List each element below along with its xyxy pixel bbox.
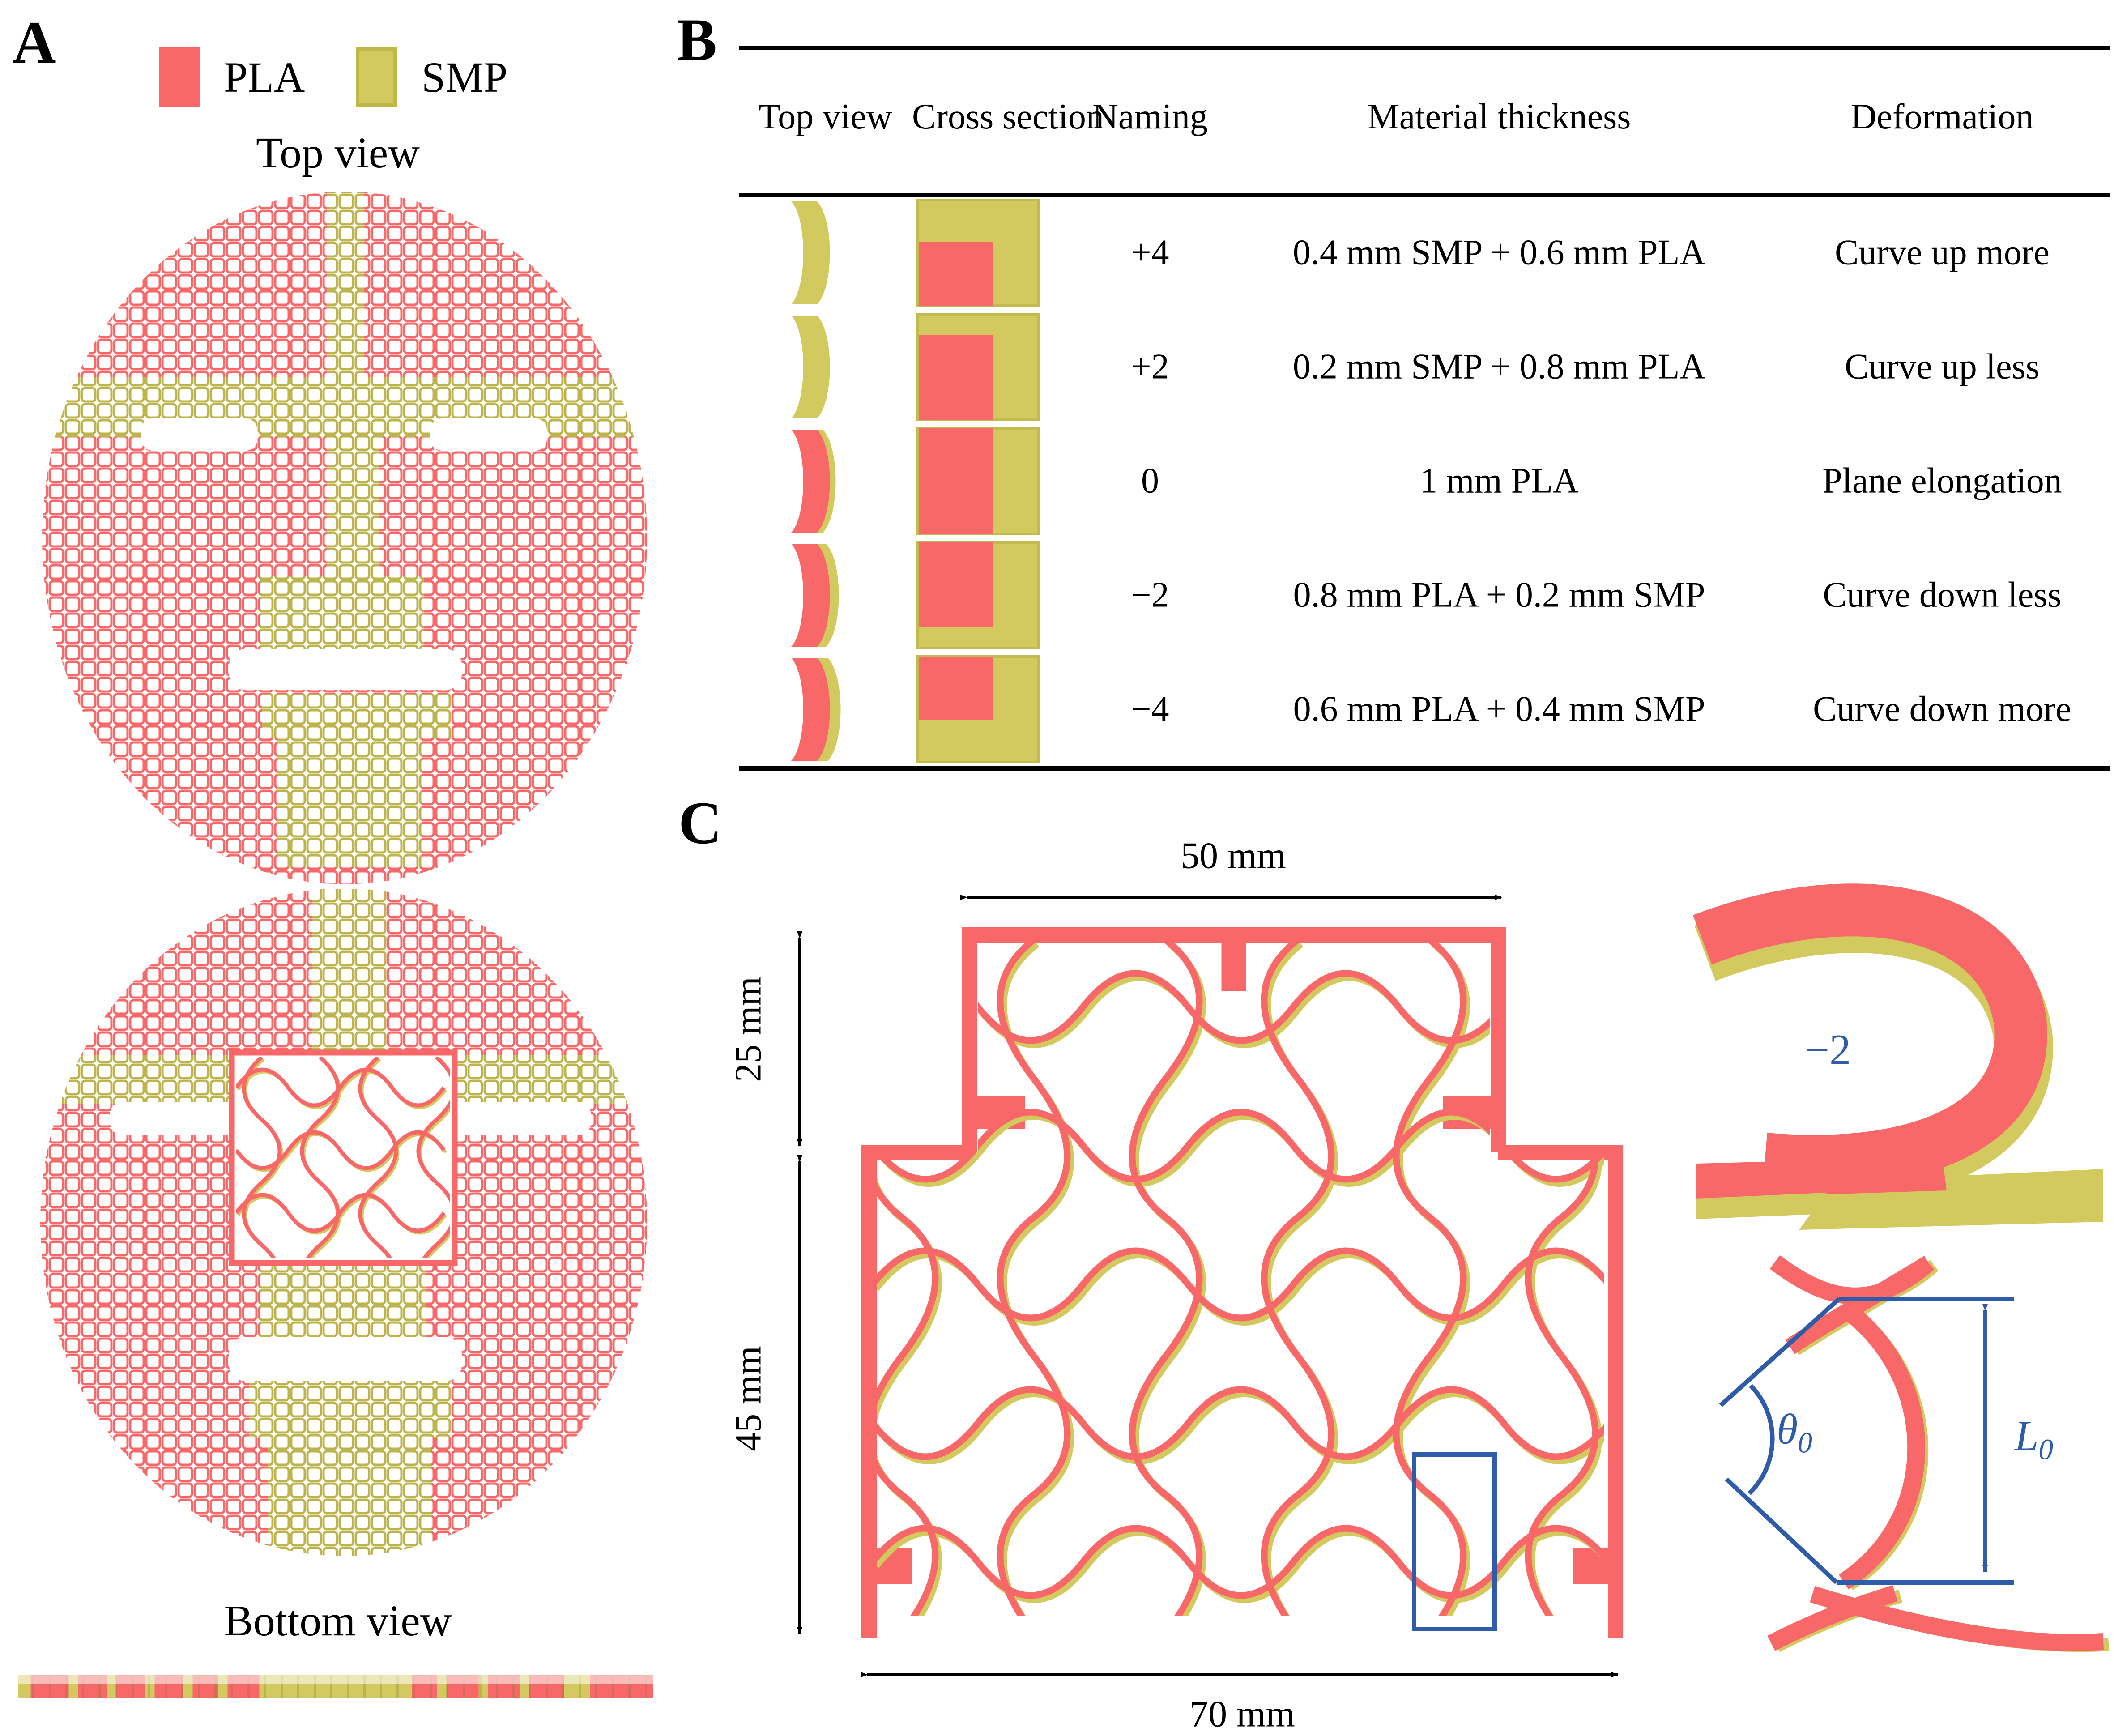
table-row-glyphs [791,199,1040,763]
material-thickness-cell: 0.8 mm PLA + 0.2 mm SMP [1293,575,1705,615]
smp-legend-label: SMP [422,53,508,101]
bilayer-inset-label: −2 [1805,1025,1851,1074]
col-header-top-view: Top view [759,97,892,137]
topview-glyph-p2 [791,316,830,418]
unit-cell-geometry-inset [1719,1255,2109,1652]
length-subscript: 0 [2038,1433,2054,1466]
topview-glyph-m4 [791,658,841,761]
bottom-view-strip [18,1675,653,1698]
theta-symbol: θ [1777,1405,1798,1453]
panel-a-label: A [13,9,56,76]
naming-cell: −4 [1131,689,1169,729]
material-thickness-cell: 0.6 mm PLA + 0.4 mm SMP [1293,689,1705,729]
table-header-rule [739,193,2110,197]
bilayer-3d-inset [1692,883,2103,1230]
dimension-arrows [797,895,1619,1677]
metastructure-insert [229,1049,458,1266]
material-thickness-cell: 1 mm PLA [1419,461,1579,501]
col-header-naming: Naming [1092,97,1208,137]
face-mesh-bottom-view [40,889,647,1556]
dim-label-upper-height: 25 mm [727,977,769,1082]
col-header-cross-section: Cross section [912,97,1104,137]
dim-label-lower-height: 45 mm [727,1346,769,1451]
col-header-deformation: Deformation [1850,97,2034,137]
panel-c-label: C [678,790,722,857]
smp-regions-face1 [42,192,647,867]
face2-cutouts [110,1102,591,1381]
cross-section-p2 [916,313,1040,421]
deformation-cell: Curve down less [1823,575,2062,615]
material-thickness-cell: 0.4 mm SMP + 0.6 mm PLA [1292,233,1706,273]
face-mesh-top-view [42,192,647,884]
col-header-material-thickness: Material thickness [1367,97,1631,137]
naming-cell: +4 [1131,233,1169,273]
metastructure-frame [861,927,1623,1638]
naming-cell: 0 [1141,461,1159,501]
panel-b-label: B [677,7,717,73]
length-symbol: L [2014,1412,2039,1460]
topview-glyph-p4 [791,201,830,304]
pla-swatch [159,47,200,107]
bottom-view-title: Bottom view [224,1597,452,1645]
cross-section-m2 [916,541,1040,649]
cross-section-m4 [916,655,1040,763]
topview-glyph-m2 [791,544,839,647]
smp-swatch [356,47,397,107]
unit-cell-highlight-box [1412,1452,1497,1631]
blue-annotations [1719,1297,2014,1585]
material-thickness-cell: 0.2 mm SMP + 0.8 mm PLA [1292,347,1706,387]
naming-cell: +2 [1131,347,1169,387]
deformation-cell: Curve down more [1813,689,2071,729]
cross-section-0 [916,427,1040,535]
dim-label-bottom-width: 70 mm [1189,1693,1295,1735]
cross-section-p4 [916,199,1040,307]
table-bottom-rule [739,766,2110,771]
theta-subscript: 0 [1798,1427,1812,1459]
topview-glyph-0 [791,430,836,533]
table-top-rule [739,46,2110,50]
dim-label-top-width: 50 mm [1181,835,1286,877]
initial-angle-label: θ0 [1777,1404,1812,1460]
deformation-cell: Curve up more [1835,233,2050,273]
deformation-cell: Plane elongation [1822,461,2062,501]
face1-cutouts [141,418,547,690]
deformation-cell: Curve up less [1845,347,2040,387]
naming-cell: −2 [1131,575,1169,615]
initial-length-label: L0 [2015,1411,2053,1467]
top-view-title: Top view [256,129,420,177]
pla-legend-label: PLA [224,53,305,101]
